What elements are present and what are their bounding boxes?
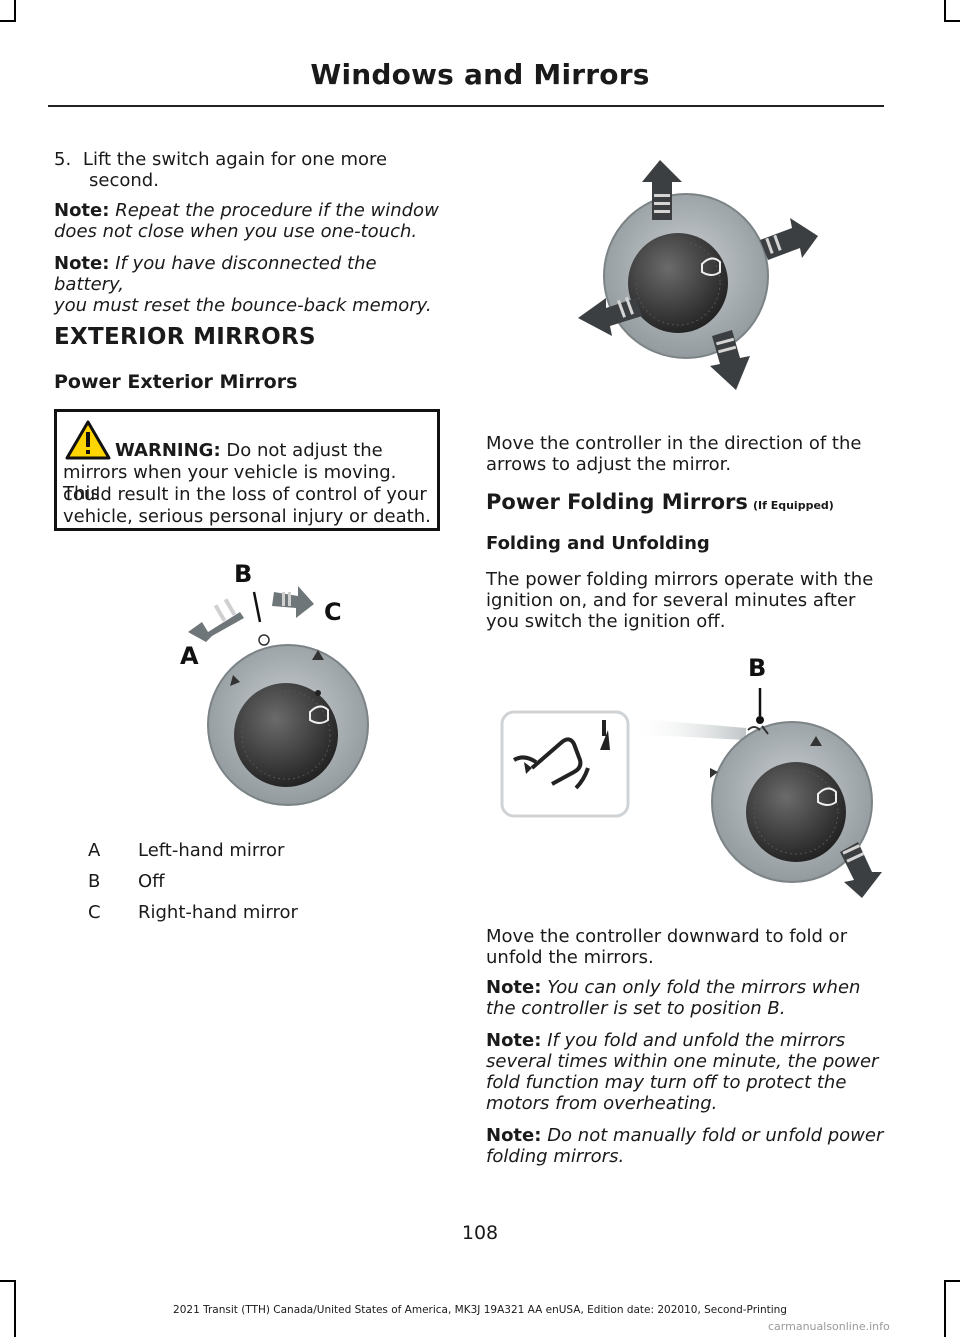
warning-line3: could result in the loss of control of y… bbox=[63, 484, 427, 505]
page-title: Windows and Mirrors bbox=[310, 58, 650, 91]
crop-mark bbox=[944, 1280, 960, 1282]
warning-line4: vehicle, serious personal injury or deat… bbox=[63, 506, 431, 527]
crop-mark bbox=[944, 0, 946, 22]
note-battery: Note: If you have disconnected the batte… bbox=[54, 253, 450, 316]
step-5: 5. Lift the switch again for one more se… bbox=[54, 149, 444, 191]
crop-mark bbox=[14, 1280, 16, 1337]
page-number: 108 bbox=[461, 1222, 499, 1244]
legend-value: Off bbox=[138, 871, 165, 892]
folding-text-line3: you switch the ignition off. bbox=[486, 611, 726, 632]
edition-line: 2021 Transit (TTH) Canada/United States … bbox=[173, 1304, 787, 1316]
up-arrow-icon bbox=[642, 160, 682, 220]
down-arrow-icon bbox=[840, 842, 882, 898]
warning-triangle-icon bbox=[65, 420, 111, 460]
note-label: Note: bbox=[54, 200, 110, 221]
mirror-icon bbox=[309, 705, 329, 724]
folding-text-line1: The power folding mirrors operate with t… bbox=[486, 569, 874, 590]
step-text-line1: Lift the switch again for one more bbox=[82, 149, 388, 170]
legend-row-a: A Left-hand mirror bbox=[88, 840, 284, 861]
note-text-line1: Repeat the procedure if the window bbox=[115, 200, 439, 221]
crop-mark bbox=[944, 1280, 946, 1337]
note-repeat: Note: Repeat the procedure if the window… bbox=[54, 200, 450, 242]
fold-icon-callout bbox=[500, 710, 630, 818]
fold-instructions: Move the controller downward to fold or … bbox=[486, 926, 886, 968]
legend-key: B bbox=[88, 871, 101, 892]
note-label: Note: bbox=[486, 1030, 542, 1051]
legend-key: C bbox=[88, 902, 101, 923]
step-number: 5. bbox=[54, 149, 72, 170]
folding-heading: Power Folding Mirrors (If Equipped) bbox=[486, 490, 834, 514]
note-label: Note: bbox=[486, 1125, 542, 1146]
note-text-line2: does not close when you use one-touch. bbox=[54, 221, 418, 242]
header-divider bbox=[48, 105, 884, 107]
folding-subtitle: Folding and Unfolding bbox=[486, 533, 710, 554]
mirror-icon bbox=[701, 257, 721, 276]
mirror-icon bbox=[817, 787, 837, 806]
section-title: EXTERIOR MIRRORS bbox=[54, 324, 316, 350]
step-text-line2: second. bbox=[89, 170, 159, 191]
fold-mirror-icon bbox=[512, 720, 610, 790]
note-text-line2: the controller is set to position B. bbox=[486, 998, 786, 1019]
label-c: C bbox=[324, 598, 342, 626]
right-arrow-icon bbox=[272, 586, 314, 618]
crop-mark bbox=[0, 1280, 16, 1282]
label-b: B bbox=[234, 560, 252, 588]
subsection-title: Power Exterior Mirrors bbox=[54, 371, 298, 393]
warning-line1: Do not adjust the bbox=[226, 440, 383, 461]
crop-mark bbox=[0, 20, 16, 22]
label-b: B bbox=[748, 654, 766, 682]
folding-control-figure: B bbox=[500, 654, 882, 898]
note-text-line1: Do not manually fold or unfold power bbox=[547, 1125, 884, 1146]
label-a: A bbox=[180, 642, 199, 670]
knob bbox=[628, 233, 728, 333]
off-mark-icon bbox=[258, 634, 270, 646]
note-text-line1: If you fold and unfold the mirrors bbox=[547, 1030, 846, 1051]
knob bbox=[234, 683, 338, 787]
adjust-text-line2: arrows to adjust the mirror. bbox=[486, 454, 732, 475]
adjust-instructions: Move the controller in the direction of … bbox=[486, 433, 886, 475]
pointer-line bbox=[252, 591, 262, 623]
note-text-line4: motors from overheating. bbox=[486, 1093, 718, 1114]
watermark: carmanualsonline.info bbox=[768, 1320, 890, 1333]
fold-text-line1: Move the controller downward to fold or bbox=[486, 926, 848, 947]
warning-box: WARNING: Do not adjust the mirrors when … bbox=[54, 409, 440, 531]
fold-text-line2: unfold the mirrors. bbox=[486, 947, 654, 968]
note-text-line1: If you have disconnected the battery, bbox=[54, 253, 377, 295]
warning-label: WARNING: bbox=[115, 440, 221, 461]
adjust-text-line1: Move the controller in the direction of … bbox=[486, 433, 862, 454]
knob bbox=[746, 762, 846, 862]
note-text-line2: folding mirrors. bbox=[486, 1146, 625, 1167]
note-text-line2: you must reset the bounce-back memory. bbox=[54, 295, 432, 316]
legend-row-b: B Off bbox=[88, 871, 165, 892]
folding-text-line2: ignition on, and for several minutes aft… bbox=[486, 590, 856, 611]
crop-mark bbox=[14, 0, 16, 22]
note-text-line3: fold function may turn off to protect th… bbox=[486, 1072, 847, 1093]
note-label: Note: bbox=[54, 253, 110, 274]
legend-row-c: C Right-hand mirror bbox=[88, 902, 298, 923]
mirror-selector-figure: B C A bbox=[180, 560, 369, 806]
note-manual-fold: Note: Do not manually fold or unfold pow… bbox=[486, 1125, 886, 1167]
down-arrow-icon bbox=[710, 330, 750, 390]
note-text-line2: several times within one minute, the pow… bbox=[486, 1051, 879, 1072]
note-position-b: Note: You can only fold the mirrors when… bbox=[486, 977, 886, 1019]
note-text-line1: You can only fold the mirrors when bbox=[547, 977, 861, 998]
warning-line2: mirrors when your vehicle is moving. Thi… bbox=[63, 462, 397, 504]
legend-key: A bbox=[88, 840, 101, 861]
crop-mark bbox=[944, 20, 960, 22]
right-arrow-icon bbox=[760, 218, 818, 260]
legend-value: Left-hand mirror bbox=[138, 840, 285, 861]
mirror-adjust-figure bbox=[578, 160, 818, 390]
folding-description: The power folding mirrors operate with t… bbox=[486, 569, 886, 632]
legend-value: Right-hand mirror bbox=[138, 902, 298, 923]
note-overheating: Note: If you fold and unfold the mirrors… bbox=[486, 1030, 886, 1114]
note-label: Note: bbox=[486, 977, 542, 998]
left-arrow-icon bbox=[188, 598, 244, 642]
folding-title-suffix: (If Equipped) bbox=[752, 499, 834, 512]
folding-title: Power Folding Mirrors bbox=[486, 490, 748, 514]
left-arrow-icon bbox=[578, 296, 642, 336]
